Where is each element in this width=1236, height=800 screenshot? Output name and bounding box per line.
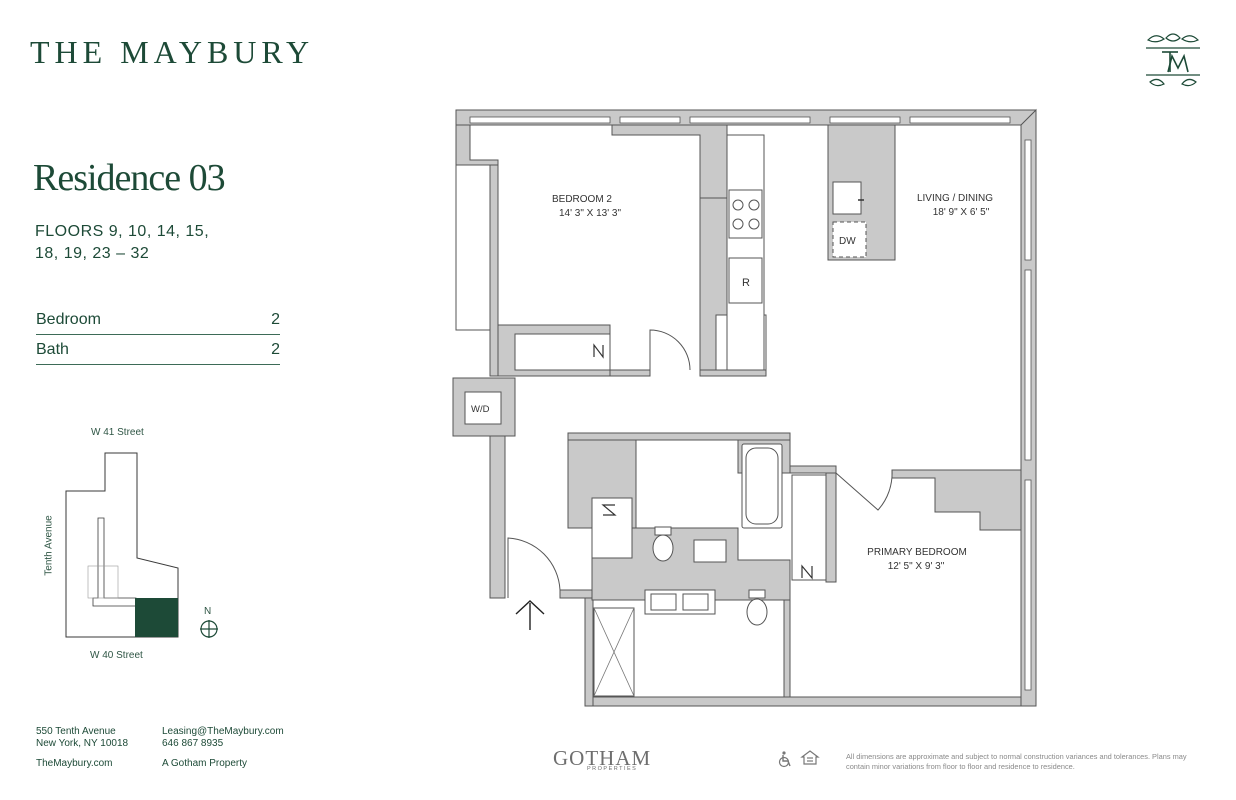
spec-value: 2 (271, 341, 280, 358)
spec-row-bath: Bath 2 (36, 334, 280, 365)
spec-value: 2 (271, 311, 280, 328)
room-dims-primary-bedroom: 12' 5" X 9' 3" (888, 561, 945, 572)
spec-row-bedroom: Bedroom 2 (36, 304, 280, 335)
floor-plan: R DW W/D BEDROOM 2 14' 3" X 13' 3" L (452, 108, 1037, 707)
island-sink (832, 181, 862, 215)
entry-arrow-icon (515, 600, 545, 630)
interior-lines (497, 135, 738, 441)
email-link[interactable]: Leasing@TheMaybury.com (162, 726, 284, 737)
fridge-label: R (742, 277, 750, 289)
windows-right (1024, 139, 1032, 691)
footer-contact: Leasing@TheMaybury.com 646 867 8935 (162, 726, 284, 750)
tm-monogram-leaf-logo-icon (1146, 33, 1200, 87)
gotham-logo: GOTHAM (553, 746, 652, 770)
room-name-bedroom-2: BEDROOM 2 (552, 194, 612, 205)
phone-number: 646 867 8935 (162, 738, 224, 749)
spec-label: Bedroom (36, 311, 101, 328)
bath-fixtures (593, 443, 783, 697)
address-line-1: 550 Tenth Avenue (36, 726, 116, 737)
key-plan-avenue: Tenth Avenue (43, 515, 55, 576)
room-dims-bedroom-2: 14' 3" X 13' 3" (559, 208, 622, 219)
address-line-2: New York, NY 10018 (36, 738, 129, 749)
doors (507, 329, 893, 598)
room-dims-living-dining: 18' 9" X 6' 5" (933, 207, 990, 218)
room-name-living-dining: LIVING / DINING (917, 193, 993, 204)
wheelchair-icon (778, 751, 791, 768)
brand-wordmark: THE MAYBURY (30, 34, 315, 70)
developer-label: A Gotham Property (162, 758, 248, 769)
residence-title: Residence 03 (33, 157, 226, 199)
key-plan-street-north: W 41 Street (91, 427, 144, 438)
key-plan-street-south: W 40 Street (90, 650, 143, 661)
room-name-primary-bedroom: PRIMARY BEDROOM (867, 547, 967, 558)
floors-line-1: FLOORS 9, 10, 14, 15, (35, 223, 210, 240)
cooktop (732, 199, 760, 230)
disclaimer-text: All dimensions are approximate and subje… (846, 752, 1187, 771)
windows-top (469, 116, 1011, 124)
key-plan-map (65, 452, 179, 638)
washer-dryer-label: W/D (471, 404, 490, 415)
floors-list: FLOORS 9, 10, 14, 15, 18, 19, 23 – 32 (35, 221, 255, 265)
compass-label: N (204, 606, 212, 617)
key-plan-unit-highlight (135, 598, 178, 637)
website-link[interactable]: TheMaybury.com (36, 758, 113, 769)
kitchen-counter (726, 134, 765, 371)
equal-housing-icon (800, 750, 820, 765)
gotham-logo-sub: PROPERTIES (587, 766, 638, 772)
floors-line-2: 18, 19, 23 – 32 (35, 245, 150, 262)
dishwasher-label: DW (839, 236, 856, 247)
footer-address: 550 Tenth Avenue New York, NY 10018 (36, 726, 128, 750)
spec-label: Bath (36, 341, 69, 358)
compass-icon (200, 620, 218, 638)
